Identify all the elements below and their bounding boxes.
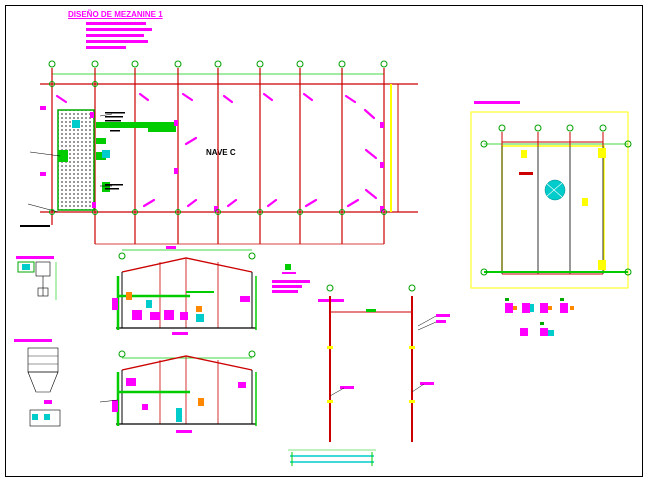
beam-detail — [288, 449, 376, 466]
leaders — [27, 113, 113, 213]
column-elevation — [318, 284, 450, 442]
plan-label: NAVE C — [206, 148, 236, 157]
detail-plan — [470, 101, 632, 336]
section-2 — [99, 350, 257, 433]
center-detail — [272, 264, 310, 293]
drawing-frame — [5, 5, 643, 477]
column-tags — [40, 106, 384, 212]
cyan-elements — [72, 120, 110, 158]
leader-text-marks — [20, 112, 125, 227]
main-floor-plan — [20, 60, 418, 245]
grid-bubbles-bottom — [49, 81, 387, 215]
detail-small-2 — [14, 339, 61, 427]
detail-icons — [505, 303, 568, 336]
braces — [55, 92, 378, 208]
mezzanine-elements — [58, 122, 176, 192]
title-notes — [86, 22, 152, 49]
grid-bubbles-top — [48, 60, 388, 68]
detail-small-1 — [16, 256, 57, 300]
section-1 — [112, 246, 257, 335]
drawing-title: DISEÑO DE MEZANINE 1 — [68, 10, 163, 19]
